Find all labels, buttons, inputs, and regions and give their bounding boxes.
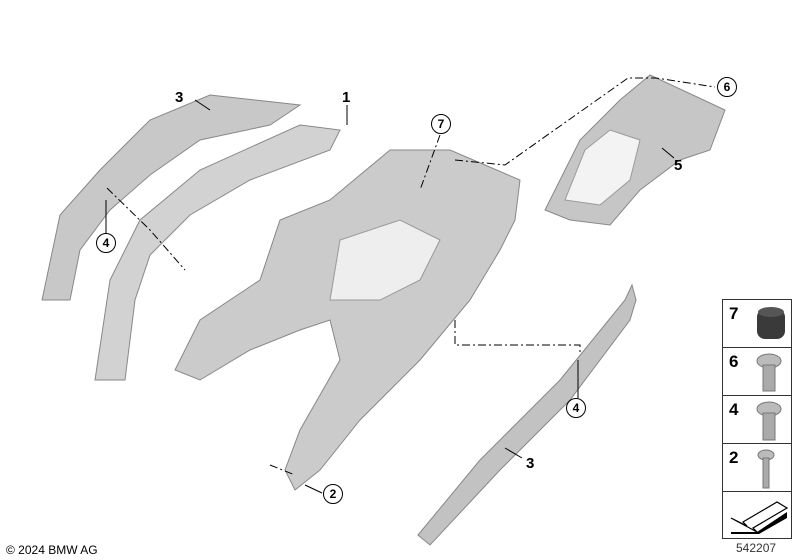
- callout-part-1: 1: [342, 89, 351, 106]
- rubber-cap-icon: [757, 307, 785, 339]
- torx-screw-icon: [756, 401, 782, 441]
- frame-opening: [329, 219, 441, 301]
- callout-part-7: 7: [431, 114, 451, 134]
- callout-part-6: 6: [717, 77, 737, 97]
- callout-part-4-right: 4: [566, 398, 586, 418]
- callout-part-3-bottom: 3: [526, 455, 535, 472]
- cover-opening: [564, 129, 641, 206]
- torx-screw-icon: [756, 353, 782, 392]
- callout-part-4-left: 4: [96, 233, 116, 253]
- callout-part-3-top: 3: [175, 89, 184, 106]
- frame-part-1: [174, 149, 521, 491]
- legend-number: 7: [729, 304, 739, 323]
- legend-row-2: 2: [723, 444, 791, 492]
- legend-row-7: 7: [723, 300, 791, 348]
- small-torx-screw-icon: [757, 449, 775, 489]
- callout-part-5: 5: [674, 157, 683, 174]
- legend-arrow-row: [723, 492, 791, 538]
- legend-number: 4: [729, 400, 739, 419]
- direction-arrow-icon: [730, 501, 789, 534]
- rail-part-1: [94, 124, 341, 381]
- trim-part-3-left: [41, 94, 302, 301]
- solid-leaders: [105, 99, 675, 494]
- callout-part-2: 2: [323, 484, 343, 504]
- copyright: © 2024 BMW AG: [6, 543, 98, 557]
- image-number: 542207: [736, 541, 777, 555]
- leader-lines: [106, 77, 716, 476]
- legend-row-6: 6: [723, 348, 791, 396]
- legend-number: 2: [729, 448, 739, 467]
- legend-row-4: 4: [723, 396, 791, 444]
- trim-part-3-bottom: [417, 283, 637, 546]
- legend-number: 6: [729, 352, 739, 371]
- parts-legend-panel: 7 6 4 2: [722, 299, 792, 539]
